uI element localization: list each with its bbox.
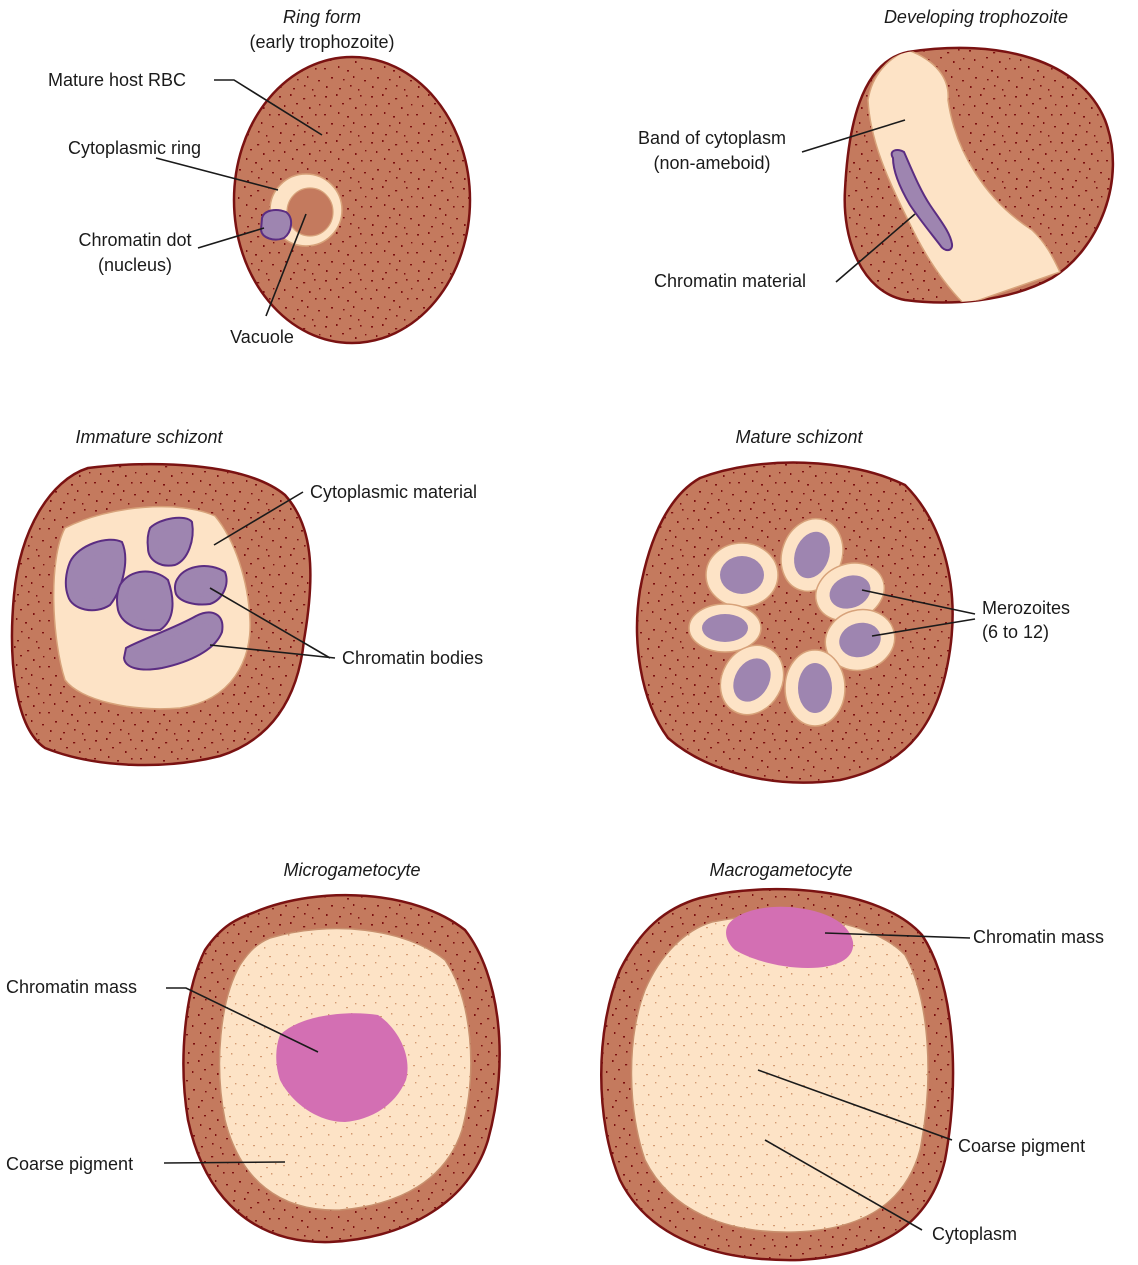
merozoite-chromatin: [798, 663, 832, 713]
label-band-of-cytoplasm: Band of cytoplasm: [638, 128, 786, 148]
label-nucleus: (nucleus): [98, 255, 172, 275]
label-chromatin-material: Chromatin material: [654, 271, 806, 291]
label-cytoplasmic-ring: Cytoplasmic ring: [68, 138, 201, 158]
label-vacuole: Vacuole: [230, 327, 294, 347]
leader-micro-pigment: [164, 1162, 285, 1163]
trophozoite-title: Developing trophozoite: [884, 7, 1068, 27]
immature-schizont-title: Immature schizont: [75, 427, 223, 447]
label-macro-coarse-pigment: Coarse pigment: [958, 1136, 1085, 1156]
label-micro-coarse-pigment: Coarse pigment: [6, 1154, 133, 1174]
label-macro-chromatin-mass: Chromatin mass: [973, 927, 1104, 947]
chromatin-dot: [261, 210, 291, 240]
microgametocyte-title: Microgametocyte: [283, 860, 420, 880]
ring-form-title: Ring form: [283, 7, 361, 27]
mature-schizont-panel: Mature schizont Merozoites (6 to 12): [637, 427, 1070, 783]
label-merozoites-count: (6 to 12): [982, 622, 1049, 642]
mature-schizont-title: Mature schizont: [735, 427, 863, 447]
label-mature-host-rbc: Mature host RBC: [48, 70, 186, 90]
developing-trophozoite-panel: Developing trophozoite Band of cytoplasm…: [638, 7, 1113, 305]
label-merozoites: Merozoites: [982, 598, 1070, 618]
label-micro-chromatin-mass: Chromatin mass: [6, 977, 137, 997]
microgametocyte-panel: Microgametocyte Chromatin mass Coarse pi…: [6, 860, 500, 1242]
ring-host-rbc: [234, 57, 470, 343]
mature-host-rbc: [637, 463, 953, 783]
macrogametocyte-title: Macrogametocyte: [709, 860, 852, 880]
ring-form-panel: Ring form (early trophozoite) Mature hos…: [48, 7, 470, 347]
label-non-ameboid: (non-ameboid): [653, 153, 770, 173]
immature-schizont-panel: Immature schizont Cytoplasmic material C…: [12, 427, 483, 765]
vacuole: [287, 188, 333, 236]
label-chromatin-bodies: Chromatin bodies: [342, 648, 483, 668]
label-cytoplasmic-material: Cytoplasmic material: [310, 482, 477, 502]
macrogametocyte-panel: Macrogametocyte Chromatin mass Coarse pi…: [601, 860, 1104, 1260]
merozoite-chromatin: [720, 556, 764, 594]
ring-form-subtitle: (early trophozoite): [249, 32, 394, 52]
merozoite-chromatin: [702, 614, 748, 642]
label-chromatin-dot: Chromatin dot: [78, 230, 191, 250]
label-macro-cytoplasm: Cytoplasm: [932, 1224, 1017, 1244]
